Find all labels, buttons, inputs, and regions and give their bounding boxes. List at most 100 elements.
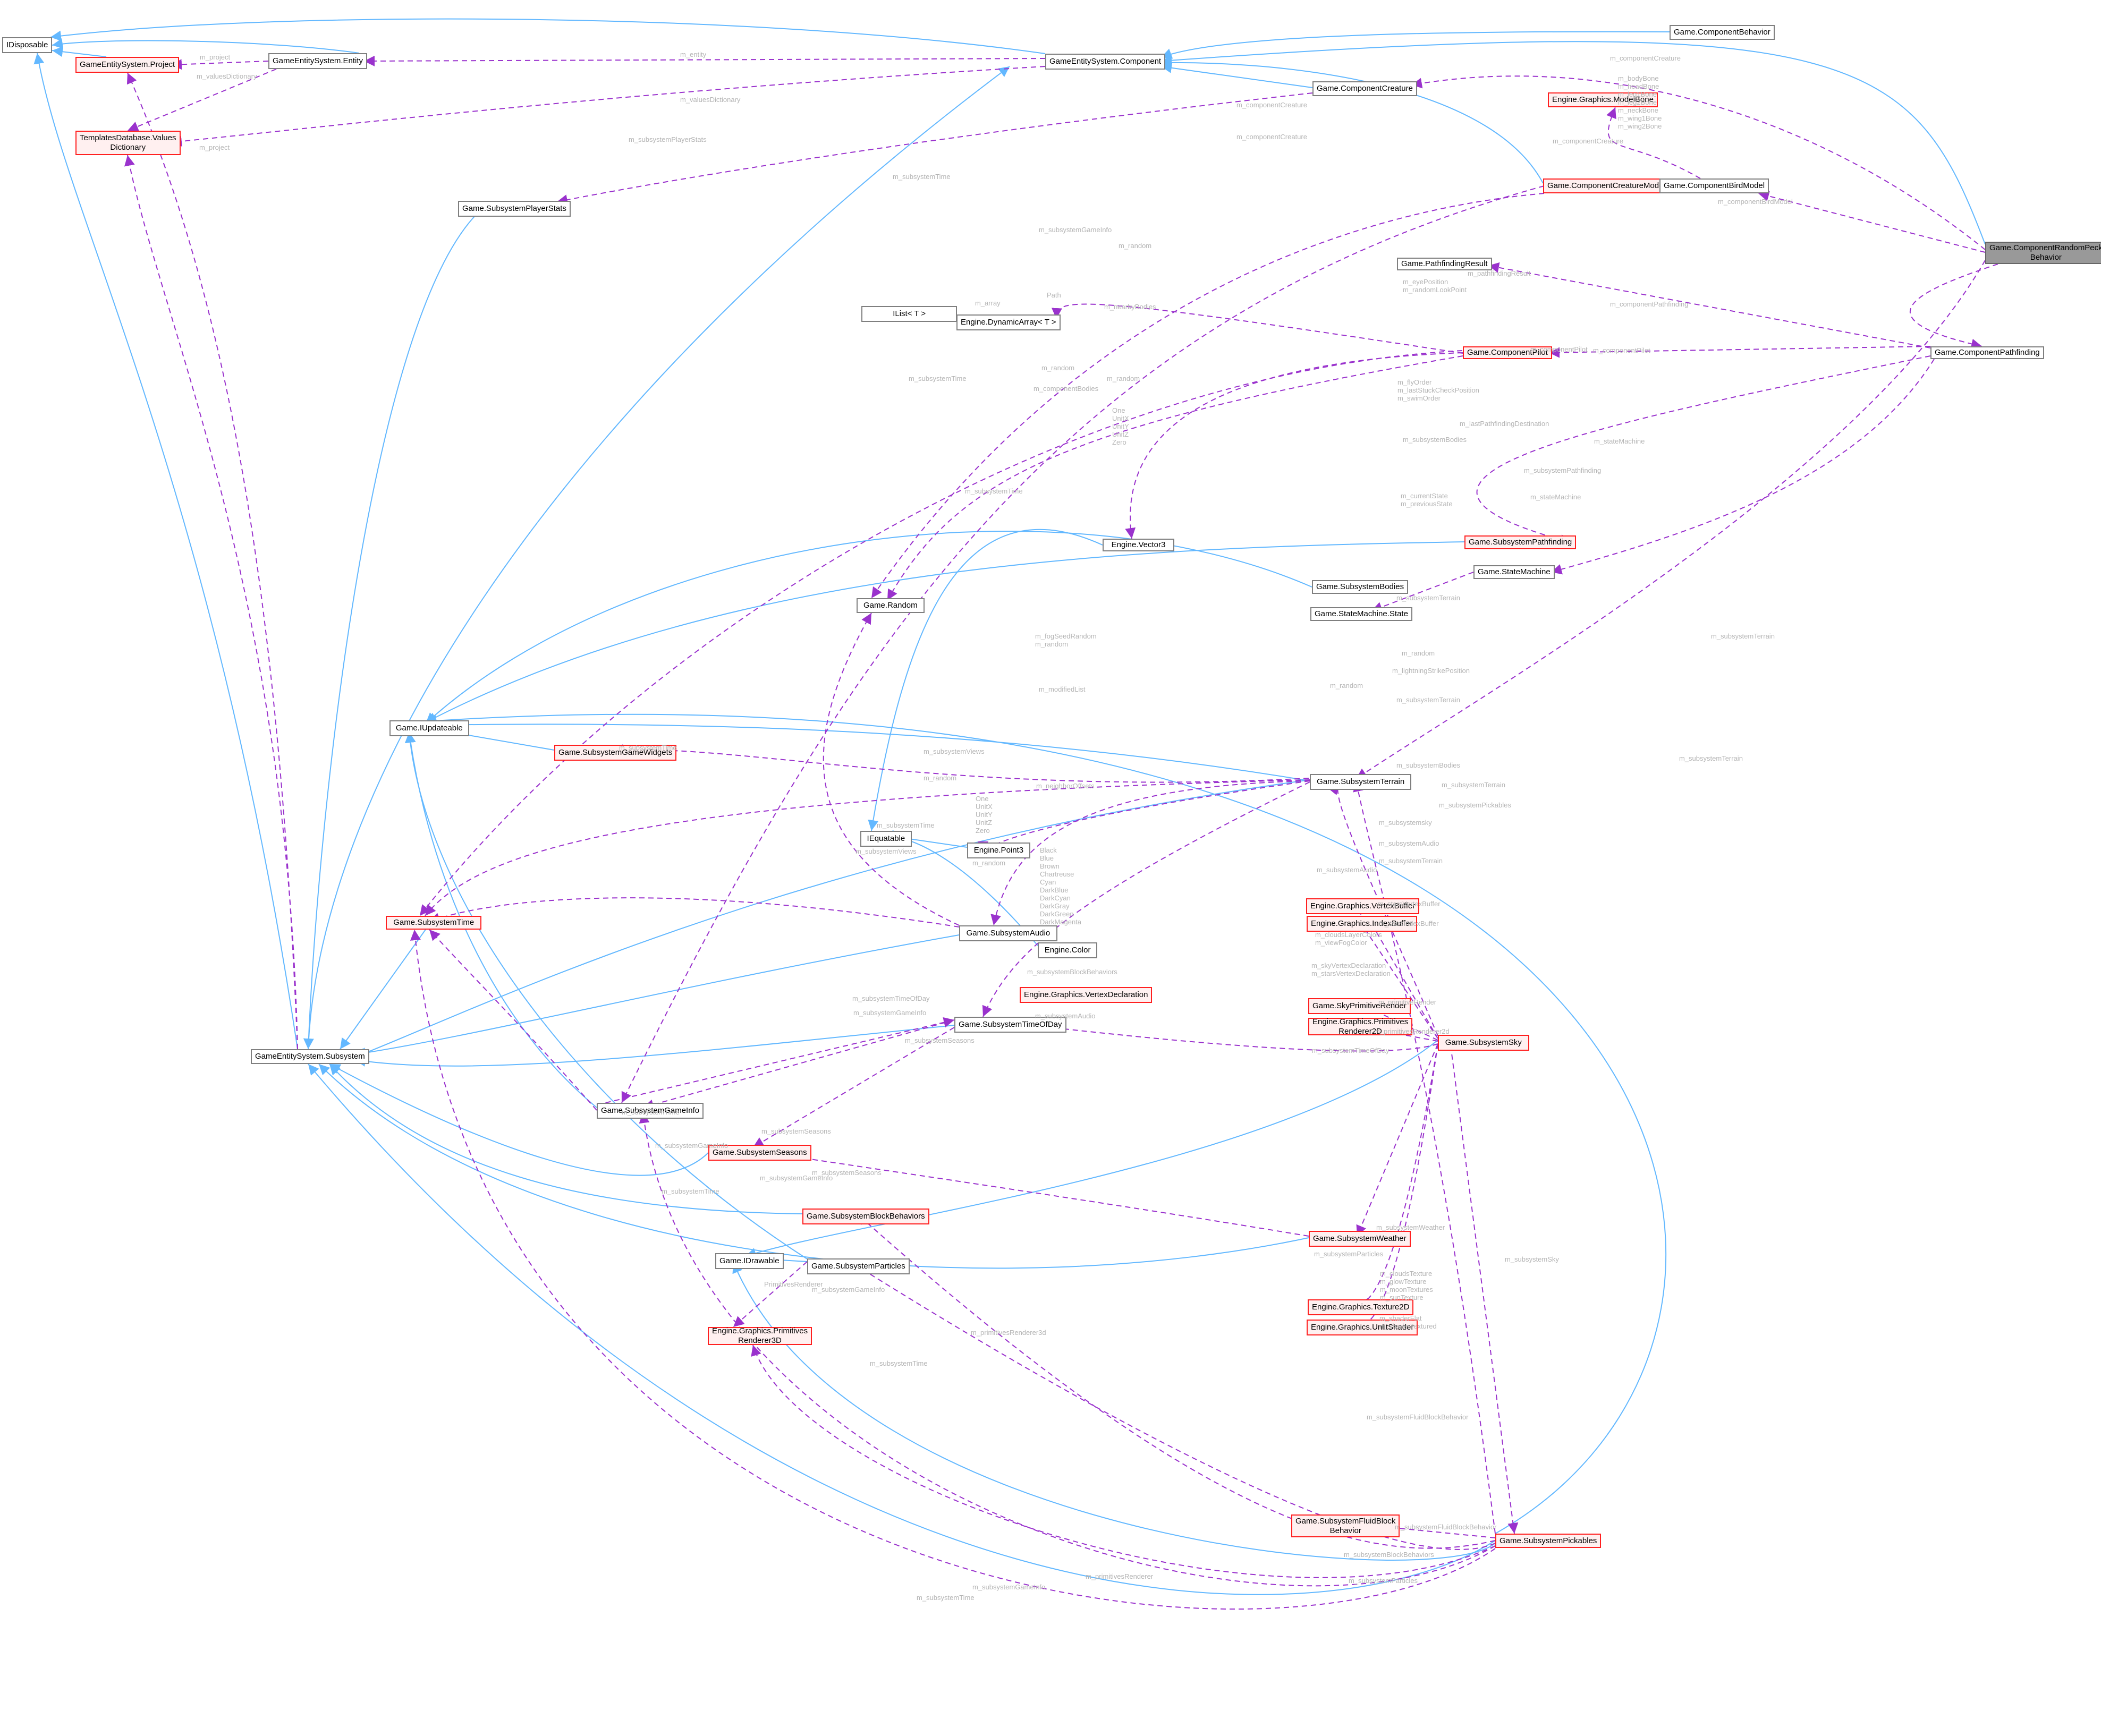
edge-label: m_subsystemTime [877, 821, 935, 829]
edge-label: m_subsystemBodies [1403, 436, 1467, 444]
class-node-subsystem-block-behaviors[interactable]: Game.SubsystemBlockBehaviors [802, 1209, 929, 1224]
class-node-idisposable[interactable]: IDisposable [2, 37, 53, 53]
edge-label: m_random [972, 859, 1006, 867]
class-node-primitives-renderer2d[interactable]: Engine.Graphics.Primitives Renderer2D [1308, 1017, 1413, 1036]
class-node-component-pathfinding[interactable]: Game.ComponentPathfinding [1930, 346, 2044, 359]
class-node-subsystem-weather[interactable]: Game.SubsystemWeather [1309, 1231, 1411, 1247]
edge-label: m_primitiveRender [1378, 998, 1437, 1006]
edge-label: m_shaderFlat m_shaderTextured [1379, 1314, 1437, 1330]
inheritance-edges [33, 18, 1986, 1595]
edge-label: m_componentBirdModel [1718, 198, 1793, 206]
edge-label: m_cloudsTexture m_glowTexture m_moonText… [1380, 1270, 1433, 1301]
class-node-state-machine[interactable]: Game.StateMachine [1473, 565, 1555, 579]
class-node-component[interactable]: GameEntitySystem.Component [1045, 54, 1166, 70]
class-node-subsystem-pathfinding[interactable]: Game.SubsystemPathfinding [1464, 535, 1577, 549]
edge-label: m_subsystemTime [965, 487, 1023, 495]
edge-label: m_primitivesRenderer3d [971, 1329, 1046, 1337]
edge-label: m_subsystemSeasons [761, 1127, 831, 1135]
class-node-component-bird-model[interactable]: Game.ComponentBirdModel [1659, 178, 1769, 193]
class-node-idrawable[interactable]: Game.IDrawable [715, 1253, 784, 1269]
class-node-subsystem-audio[interactable]: Game.SubsystemAudio [959, 925, 1057, 941]
edge-label: m_subsystemGameInfo [760, 1174, 833, 1182]
edge-label: m_subsystemAudio [1317, 866, 1377, 874]
edge-label: m_subsystemTime [917, 1594, 975, 1602]
class-node-component-behavior[interactable]: Game.ComponentBehavior [1670, 25, 1775, 40]
edge-label: m_subsystemGameInfo [1039, 226, 1112, 234]
edge-label: m_subsystemBlockBehaviors [1027, 968, 1117, 976]
edge-label: m_eyePosition m_randomLookPoint [1403, 278, 1467, 294]
class-node-ilist[interactable]: IList< T > [861, 306, 958, 322]
class-node-values-dictionary[interactable]: TemplatesDatabase.Values Dictionary [75, 131, 181, 155]
class-node-primitives-renderer3d[interactable]: Engine.Graphics.Primitives Renderer3D [708, 1326, 812, 1345]
class-node-sky-primitive-render[interactable]: Game.SkyPrimitiveRender [1308, 998, 1411, 1014]
class-node-subsystem-particles[interactable]: Game.SubsystemParticles [807, 1258, 910, 1274]
edge-label: m_valuesDictionary [680, 96, 741, 104]
edge-label: m_subsystemsky [1379, 819, 1432, 827]
edge-label: m_componentCreature [1553, 137, 1623, 145]
class-node-subsystem-fluid-block-behavior[interactable]: Game.SubsystemFluidBlock Behavior [1291, 1514, 1400, 1537]
usage-edges [124, 55, 1998, 1610]
edge-label: m_random [1041, 364, 1075, 372]
class-node-subsystem-seasons[interactable]: Game.SubsystemSeasons [708, 1145, 811, 1161]
class-node-component-pilot[interactable]: Game.ComponentPilot [1463, 346, 1552, 359]
class-node-component-creature[interactable]: Game.ComponentCreature [1312, 81, 1417, 96]
class-node-entity[interactable]: GameEntitySystem.Entity [268, 53, 368, 69]
edge-label: m_subsystemWeather [1376, 1223, 1445, 1231]
edge-label: m_subsystemParticles [1349, 1577, 1418, 1585]
edge-label: One UnitX UnitY UnitZ Zero [1112, 406, 1129, 446]
class-node-vertex-declaration[interactable]: Engine.Graphics.VertexDeclaration [1020, 987, 1153, 1003]
edge-label: m_subsystemTerrain [1379, 857, 1443, 865]
class-node-component-creature-model[interactable]: Game.ComponentCreatureModel [1543, 178, 1670, 193]
edge-label: m_array [975, 299, 1001, 307]
class-node-vector3[interactable]: Engine.Vector3 [1103, 539, 1174, 551]
class-node-iequatable[interactable]: IEquatable [860, 831, 912, 847]
class-node-subsystem-time-of-day[interactable]: Game.SubsystemTimeOfDay [954, 1017, 1066, 1033]
edge-label: m_flyOrder m_lastStuckCheckPosition m_sw… [1397, 378, 1479, 402]
class-node-color[interactable]: Engine.Color [1038, 942, 1098, 958]
edge-label: m_subsystemParticles [1314, 1250, 1384, 1258]
edge-label: m_subsystemViews [924, 747, 985, 755]
edge-label: m_subsystemSeasons [905, 1036, 975, 1044]
class-node-state-machine-state[interactable]: Game.StateMachine.State [1310, 607, 1412, 621]
edge-label: m_subsystemGameInfo [812, 1286, 885, 1294]
class-node-subsystem[interactable]: GameEntitySystem.Subsystem [251, 1049, 369, 1064]
class-node-subsystem-sky[interactable]: Game.SubsystemSky [1438, 1035, 1529, 1051]
edge-label: m_random [924, 774, 957, 782]
edge-label: m_random [1330, 682, 1363, 690]
class-node-subsystem-pickables[interactable]: Game.SubsystemPickables [1495, 1534, 1602, 1548]
edge-label: m_subsystemSeasons [812, 1169, 882, 1177]
edge-label: m_subsystemTime [662, 1187, 719, 1195]
class-node-subsystem-terrain[interactable]: Game.SubsystemTerrain [1310, 774, 1412, 790]
class-node-index-buffer[interactable]: Engine.Graphics.IndexBuffer [1307, 916, 1417, 932]
edge-label: m_subsystemTimeOfDay [852, 994, 930, 1002]
edge-label: m_cloudsLayerColors m_viewFogColor [1315, 931, 1382, 947]
edge-label: m_componentPathfinding [1610, 300, 1689, 308]
class-node-pathfinding-result[interactable]: Game.PathfindingResult [1397, 258, 1492, 270]
class-node-subsystem-player-stats[interactable]: Game.SubsystemPlayerStats [458, 201, 571, 217]
edge-label: Black Blue Brown Chartreuse Cyan DarkBlu… [1040, 846, 1082, 934]
edge-label: m_subsystemGameInfo [853, 1009, 927, 1017]
class-node-subsystem-bodies[interactable]: Game.SubsystemBodies [1312, 580, 1409, 594]
class-node-point3[interactable]: Engine.Point3 [967, 843, 1030, 858]
class-node-random[interactable]: Game.Random [857, 598, 925, 613]
edge-label: m_subsystemTime [870, 1359, 928, 1367]
class-node-vertex-buffer[interactable]: Engine.Graphics.VertexBuffer [1306, 898, 1420, 914]
edge-label: m_fogSeedRandom m_random [1035, 632, 1097, 648]
edge-label: m_subsystemTerrain [1396, 696, 1460, 704]
edge-label: m_subsystemTime [622, 1108, 680, 1116]
class-node-iupdateable[interactable]: Game.IUpdateable [389, 720, 469, 736]
class-node-subsystem-game-info[interactable]: Game.SubsystemGameInfo [597, 1103, 704, 1119]
class-node-texture2d[interactable]: Engine.Graphics.Texture2D [1308, 1299, 1414, 1315]
class-node-subsystem-game-widgets[interactable]: Game.SubsystemGameWidgets [554, 745, 677, 761]
edge-label: m_subsystemAudio [1035, 1012, 1096, 1020]
class-node-dynamic-array[interactable]: Engine.DynamicArray< T > [956, 314, 1061, 330]
edge-label: Path [1047, 291, 1061, 299]
edge-label: m_lightningStrikePosition [1392, 667, 1470, 675]
class-node-unlit-shader[interactable]: Engine.Graphics.UnlitShader [1307, 1320, 1418, 1335]
edge-label: m_subsystemPlayerStats [629, 135, 707, 143]
class-node-component-random-peck[interactable]: Game.ComponentRandomPeck Behavior [1985, 242, 2101, 264]
class-node-subsystem-time[interactable]: Game.SubsystemTime [386, 916, 482, 930]
class-node-project[interactable]: GameEntitySystem.Project [75, 57, 180, 73]
class-node-model-bone[interactable]: Engine.Graphics.ModelBone [1548, 92, 1658, 107]
edge-label: m_stateMachine [1594, 437, 1645, 445]
